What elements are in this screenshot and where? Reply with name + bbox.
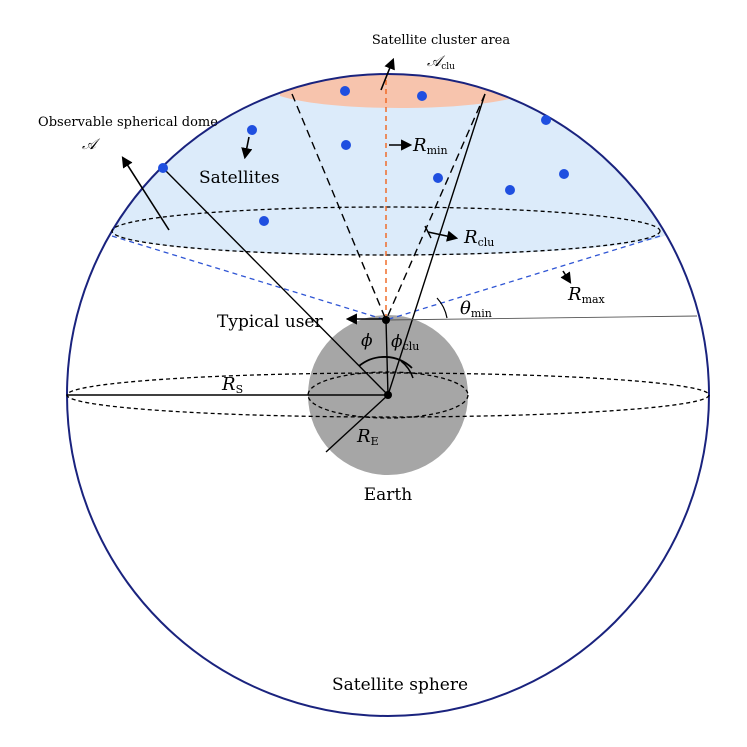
dome-label: Observable spherical dome [38, 115, 218, 130]
typical-user-point [382, 316, 390, 324]
earth-label: Earth [364, 485, 413, 505]
earth-center-point [384, 391, 392, 399]
phi-clu-label-sub: clu [403, 340, 420, 353]
cluster-cone-right [385, 93, 486, 321]
r-s-label-sub: S [236, 383, 244, 396]
satellite-dot [259, 216, 269, 226]
satellite-dot [247, 125, 257, 135]
satellite-dot [433, 173, 443, 183]
theta-min-angle-arc [436, 297, 448, 319]
satellite-dot [158, 163, 168, 173]
cluster-area-label: Satellite cluster area [372, 33, 511, 48]
r-clu-label-sub: clu [478, 236, 495, 249]
cluster-area-arrow [380, 57, 395, 91]
r-e-label: RE [356, 426, 379, 448]
r-max-label-sub: max [582, 293, 606, 306]
line-center-to-cluster-edge [387, 93, 486, 396]
satellite-dot [505, 185, 515, 195]
r-s-label: RS [221, 374, 243, 396]
r-max-label-main: R [567, 284, 582, 305]
observable-dome-region [110, 74, 670, 256]
r-clu-tick [424, 225, 432, 239]
cluster-cone-left [291, 93, 387, 321]
satellite-dots [158, 86, 569, 226]
r-min-label-main: R [412, 135, 427, 156]
theta-min-label-main: θ [460, 298, 471, 319]
satellite-dot [541, 115, 551, 125]
cone-line-right [385, 235, 661, 321]
satellite-dot [417, 91, 427, 101]
r-min-label-sub: min [427, 144, 448, 157]
r-clu-label: Rclu [463, 227, 494, 249]
r-e-label-sub: E [371, 435, 379, 448]
r-e-label-main: R [356, 426, 371, 447]
r-clu-arrow [427, 230, 459, 242]
horizon-line [385, 315, 698, 321]
phi-clu-label: ϕclu [391, 332, 419, 353]
r-clu-label-main: R [463, 227, 478, 248]
cone-line-left [111, 235, 387, 321]
dome-symbol: 𝒜 [82, 135, 101, 153]
r-min-label: Rmin [412, 135, 448, 157]
phi-clu-angle-arc [400, 360, 414, 379]
typical-user-label: Typical user [217, 312, 323, 332]
satellite-dot [340, 86, 350, 96]
cluster-area-symbol-sub: clu [441, 62, 455, 72]
satellites-arrow [241, 136, 253, 160]
satellite-dot [559, 169, 569, 179]
theta-min-label: θmin [460, 298, 492, 320]
dome-base-ellipse [111, 206, 661, 256]
phi-label: ϕ [361, 331, 373, 351]
cluster-area-symbol: 𝒜clu [427, 52, 455, 72]
line-center-to-satellite [161, 166, 389, 396]
dome-arrow [121, 156, 170, 231]
phi-clu-label-main: ϕ [391, 332, 403, 352]
satellite-sphere-label: Satellite sphere [332, 675, 468, 695]
theta-min-label-sub: min [471, 307, 492, 320]
r-s-label-main: R [221, 374, 236, 395]
satellites-label: Satellites [199, 168, 280, 188]
phi-angle-arc [358, 356, 413, 369]
r-max-label: Rmax [567, 284, 606, 306]
satellite-dot [341, 140, 351, 150]
re-radius-line [325, 394, 389, 453]
r-max-arrow [560, 270, 572, 284]
